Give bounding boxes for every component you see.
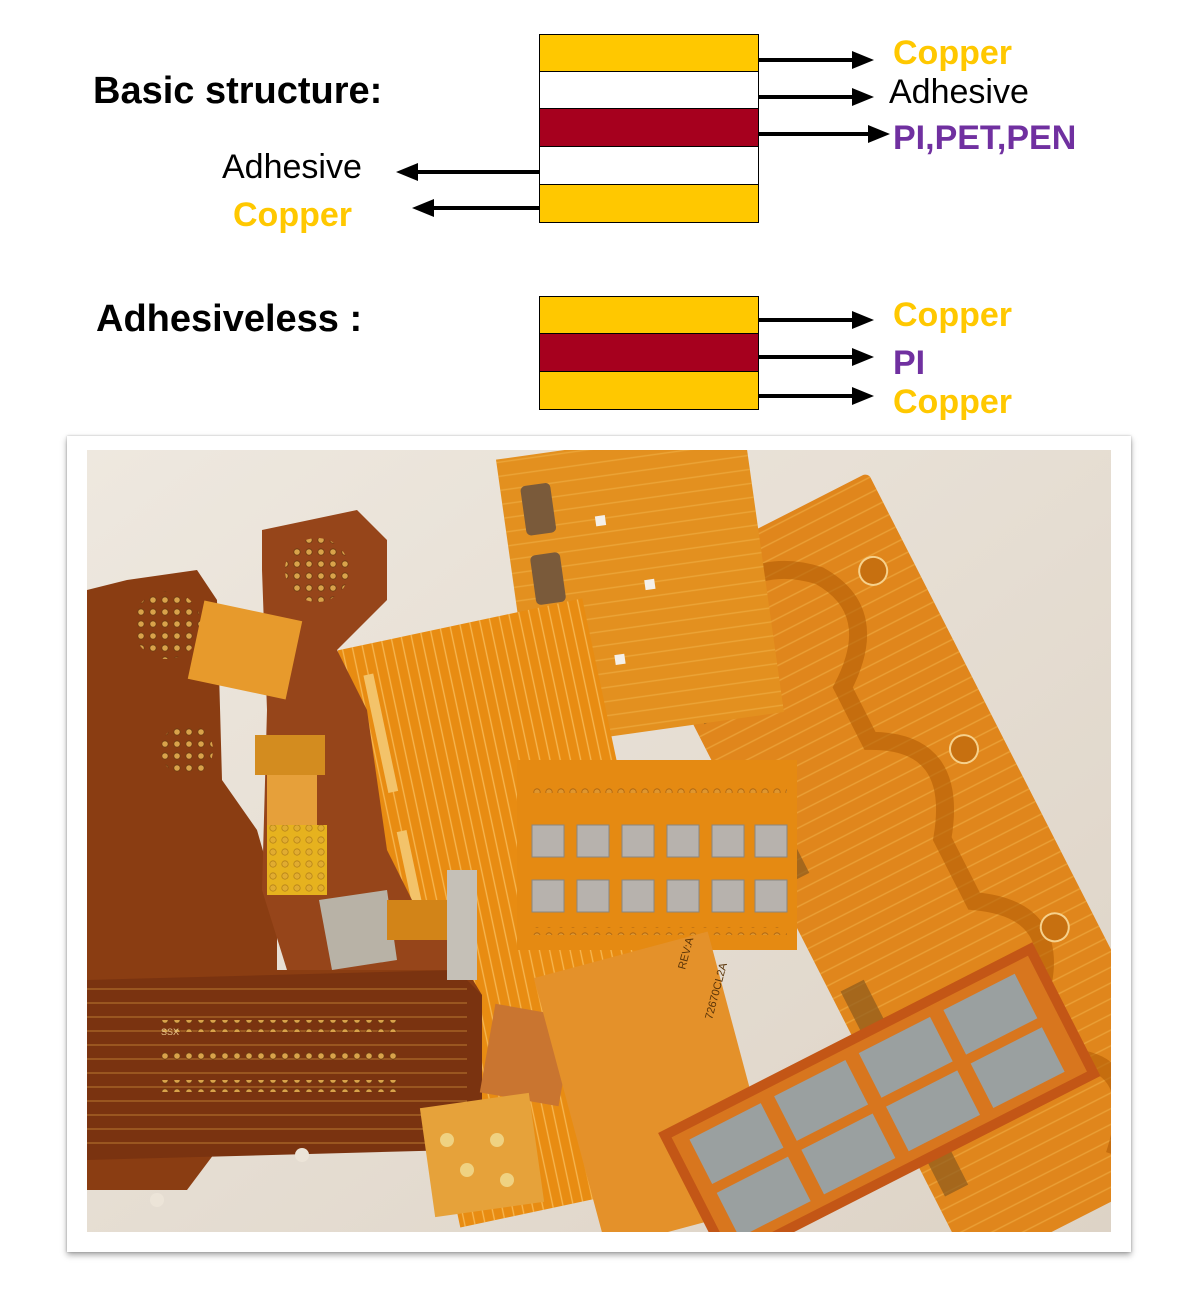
flex-pcb-illustration-icon: REV:A 72670CL2A SSX — [87, 450, 1111, 1232]
arrow-copper-top-icon — [759, 51, 874, 69]
adhesive-layer-bottom — [539, 146, 759, 186]
copper-layer-bottom — [539, 184, 759, 223]
silk-ssx: SSX — [161, 1027, 179, 1037]
arrow-copper-bottom-icon — [412, 199, 539, 217]
pi-layer — [539, 108, 759, 148]
photo-frame: REV:A 72670CL2A SSX — [67, 436, 1131, 1252]
pcb-small-connector-a — [187, 600, 327, 895]
arrow-adhesive-bottom-icon — [396, 163, 539, 181]
al-label-copper-bottom: Copper — [893, 383, 1012, 421]
label-copper-bottom: Copper — [233, 196, 352, 234]
flexible-pcb-photo: REV:A 72670CL2A SSX — [87, 450, 1111, 1232]
arrow-al-copper-bottom-icon — [759, 387, 874, 405]
arrow-substrate-icon — [759, 125, 890, 143]
copper-layer-top — [539, 34, 759, 73]
basic-arrows — [396, 51, 890, 217]
label-substrate: PI,PET,PEN — [893, 119, 1077, 157]
al-label-copper-top: Copper — [893, 296, 1012, 334]
arrow-al-pi-icon — [759, 348, 874, 366]
adhesiveless-copper-bottom — [539, 371, 759, 410]
adhesiveless-arrows — [759, 311, 874, 405]
label-adhesive-bottom: Adhesive — [222, 148, 362, 186]
label-copper-top: Copper — [893, 34, 1012, 72]
adhesiveless-title: Adhesiveless : — [96, 298, 363, 340]
basic-structure-title: Basic structure: — [93, 70, 383, 112]
pcb-grey-shield — [319, 870, 477, 980]
pcb-dark-board — [87, 510, 482, 1207]
arrow-adhesive-top-icon — [759, 88, 874, 106]
label-adhesive-top: Adhesive — [889, 73, 1029, 111]
pcb-component-board — [658, 942, 1101, 1232]
al-label-substrate: PI — [893, 344, 926, 382]
pcb-center-coupon — [517, 760, 797, 950]
adhesiveless-copper-top — [539, 296, 759, 335]
arrow-al-copper-top-icon — [759, 311, 874, 329]
